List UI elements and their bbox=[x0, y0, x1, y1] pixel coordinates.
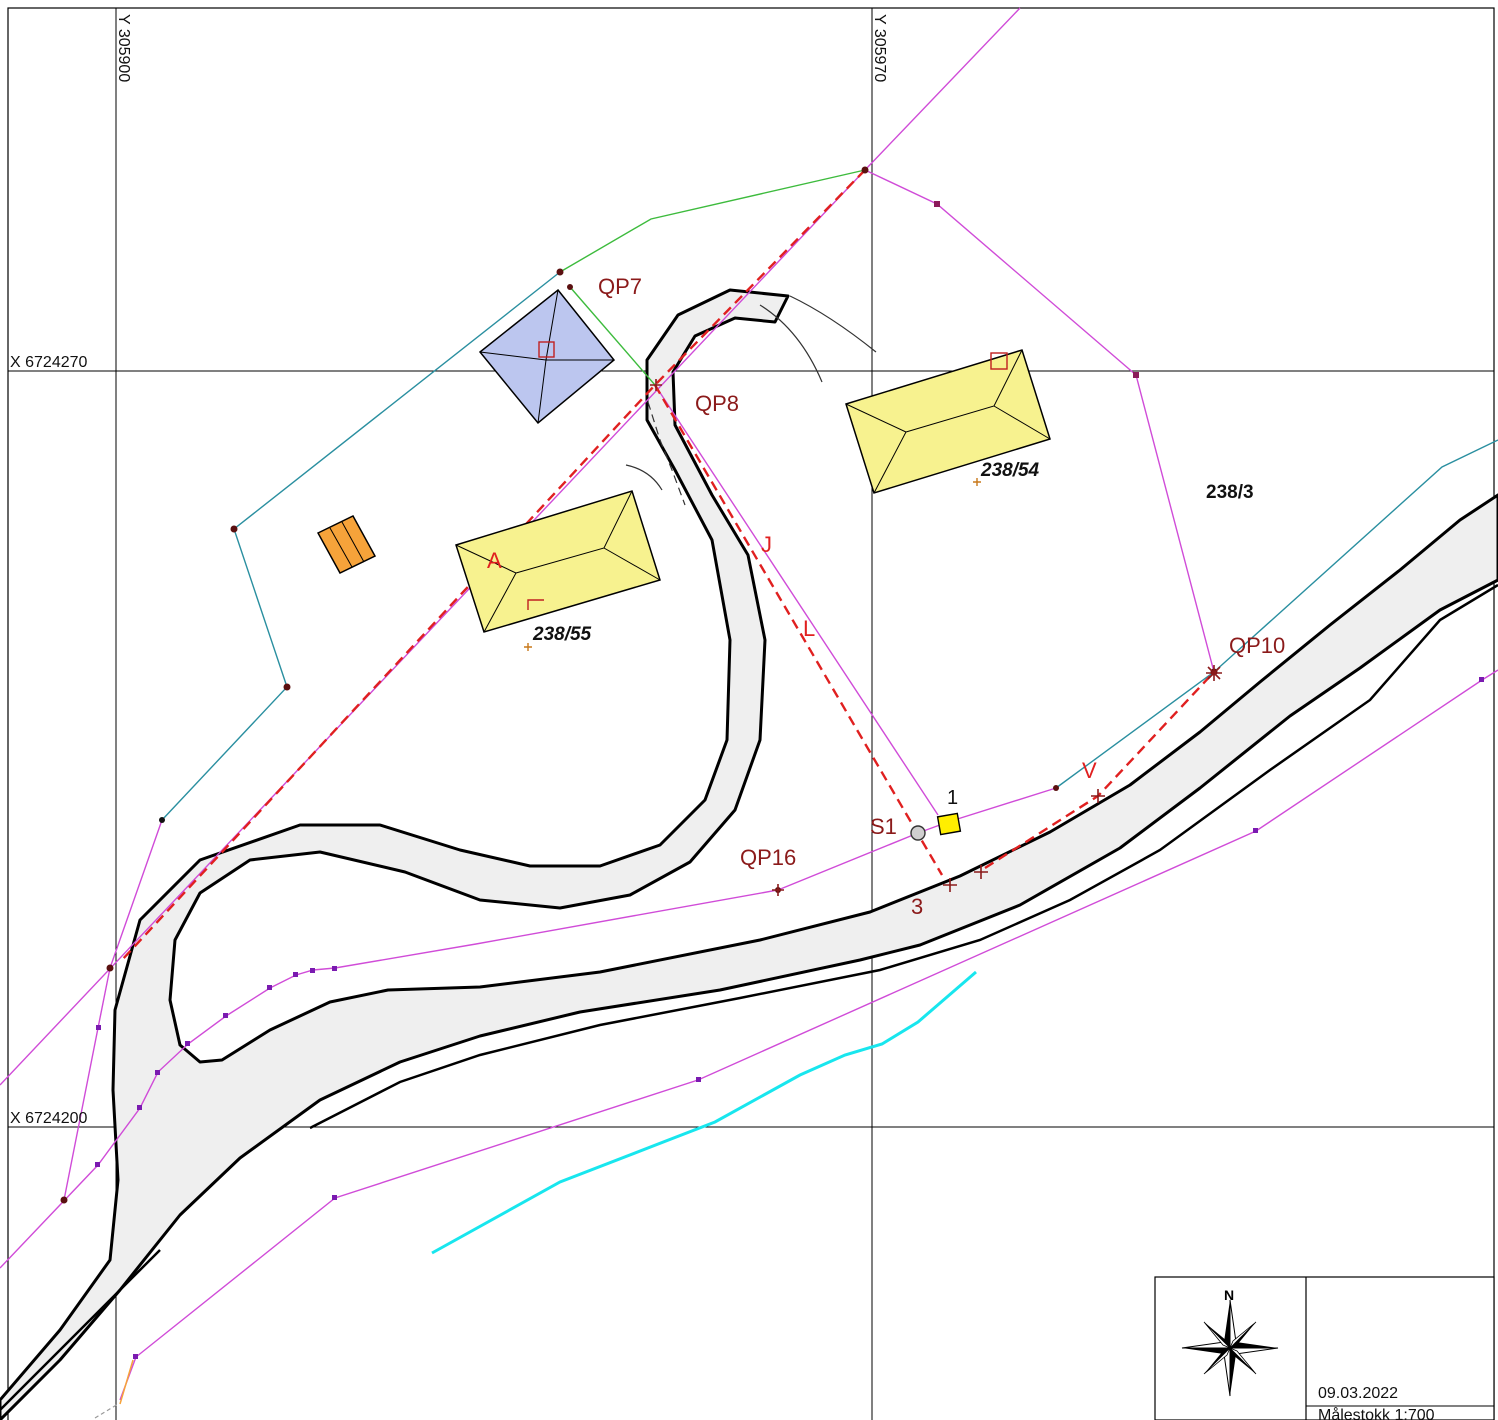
label-parcel-238-54: 238/54 bbox=[980, 460, 1040, 481]
grid-label-x-6724200: X 6724200 bbox=[10, 1110, 88, 1127]
label-qp8: QP8 bbox=[695, 391, 739, 416]
label-parcel-238-55: 238/55 bbox=[532, 624, 592, 645]
orange-segment bbox=[119, 1359, 134, 1405]
survey-point-1 bbox=[936, 812, 962, 836]
property-lines-teal bbox=[161, 271, 1498, 821]
label-point-3: 3 bbox=[911, 894, 923, 919]
map-scale: Målestokk 1:700 bbox=[1318, 1406, 1435, 1420]
label-parcel-238-3: 238/3 bbox=[1206, 482, 1254, 503]
track-curve-3 bbox=[789, 295, 877, 353]
label-s1: S1 bbox=[870, 814, 897, 839]
track-curve-1 bbox=[625, 464, 663, 491]
label-qp10: QP10 bbox=[1229, 633, 1285, 658]
cross-markers bbox=[650, 379, 1222, 896]
building-blue bbox=[478, 288, 616, 425]
point-markers bbox=[60, 166, 1484, 1359]
label-segment-l: L bbox=[803, 616, 815, 641]
map-date: 09.03.2022 bbox=[1318, 1385, 1398, 1402]
north-label: N bbox=[1224, 1287, 1234, 1303]
track-curve-2 bbox=[759, 304, 823, 383]
north-arrow-icon bbox=[1181, 1299, 1279, 1397]
label-segment-v: V bbox=[1082, 758, 1097, 783]
road-edge-south bbox=[309, 583, 1498, 1130]
label-segment-j: J bbox=[761, 532, 772, 557]
property-line-green bbox=[559, 169, 866, 386]
survey-point-s1 bbox=[910, 825, 926, 841]
label-segment-a: A bbox=[487, 548, 502, 573]
shed-orange bbox=[316, 515, 377, 574]
stream-line bbox=[431, 970, 977, 1255]
grid-label-x-6724270: X 6724270 bbox=[10, 354, 88, 371]
map-legend: N 09.03.2022 Målestokk 1:700 bbox=[1154, 1276, 1495, 1420]
grid-label-y-305900: Y 305900 bbox=[115, 14, 132, 82]
track-dashed bbox=[647, 401, 686, 506]
road-edge-west bbox=[0, 1249, 161, 1411]
grid-label-y-305970: Y 305970 bbox=[871, 14, 888, 82]
parcel-dots bbox=[524, 478, 981, 651]
map-frame bbox=[7, 7, 1495, 1420]
label-qp16: QP16 bbox=[740, 845, 796, 870]
gray-dash-segment bbox=[94, 1403, 119, 1419]
label-qp7: QP7 bbox=[598, 274, 642, 299]
road-surface bbox=[0, 288, 1498, 1420]
road bbox=[0, 288, 1498, 1420]
building-yellow-1 bbox=[455, 490, 661, 633]
label-point-1: 1 bbox=[947, 787, 958, 809]
building-yellow-2 bbox=[845, 349, 1051, 494]
